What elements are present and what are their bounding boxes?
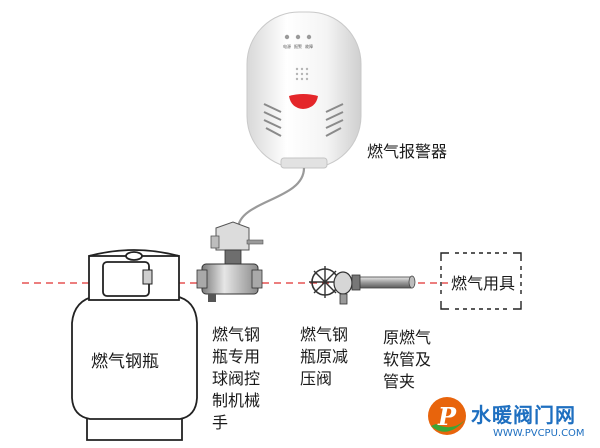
fault-led-icon (306, 34, 312, 40)
watermark-logo: P (428, 397, 466, 435)
label-hose-line: 管夹 (383, 372, 416, 391)
label-hose-line: 原燃气 (383, 328, 432, 347)
speaker-grille-icon (295, 67, 309, 81)
watermark-site-name: 水暖阀门网 (471, 403, 576, 427)
label-ball-valve-line: 手 (212, 413, 229, 432)
indicator-label-alarm: 报警 (294, 43, 302, 49)
label-ball-valve-line: 球阀控 (212, 369, 261, 388)
label-regulator-line: 燃气钢 (300, 325, 349, 344)
alarm-lamp-icon (289, 94, 318, 109)
label-regulator-line: 压阀 (300, 369, 333, 388)
label-gas-cylinder: 燃气钢瓶 (91, 352, 159, 372)
label-hose: 原燃气 软管及 管夹 (383, 327, 431, 393)
label-ball-valve-line: 制机械 (212, 391, 261, 410)
label-gas-alarm: 燃气报警器 (367, 142, 448, 161)
label-gas-appliance: 燃气用具 (451, 274, 516, 293)
vent-slots-icon (263, 103, 344, 137)
pressure-regulator (309, 266, 353, 305)
signal-cable (236, 167, 306, 229)
gas-cylinder (71, 249, 198, 441)
label-regulator-line: 瓶原减 (300, 347, 349, 366)
power-led-icon (284, 34, 290, 40)
indicator-label-fault: 故障 (305, 43, 313, 49)
watermark-logo-letter: P (437, 402, 457, 431)
label-ball-valve-line: 燃气钢 (212, 325, 261, 344)
label-hose-line: 软管及 (383, 350, 432, 369)
ball-valve-controller (196, 221, 264, 302)
gas-alarm-device: 电源 报警 故障 (246, 11, 362, 169)
label-ball-valve: 燃气钢 瓶专用 球阀控 制机械 手 (212, 324, 260, 434)
label-ball-valve-line: 瓶专用 (212, 347, 261, 366)
alarm-led-icon (295, 34, 301, 40)
indicator-label-power: 电源 (283, 43, 291, 49)
gas-appliance-box (440, 252, 522, 310)
gas-hose-with-clamp (351, 274, 416, 291)
label-regulator: 燃气钢 瓶原减 压阀 (300, 324, 348, 390)
watermark-url: WWW.PVCPU.COM (493, 428, 585, 439)
